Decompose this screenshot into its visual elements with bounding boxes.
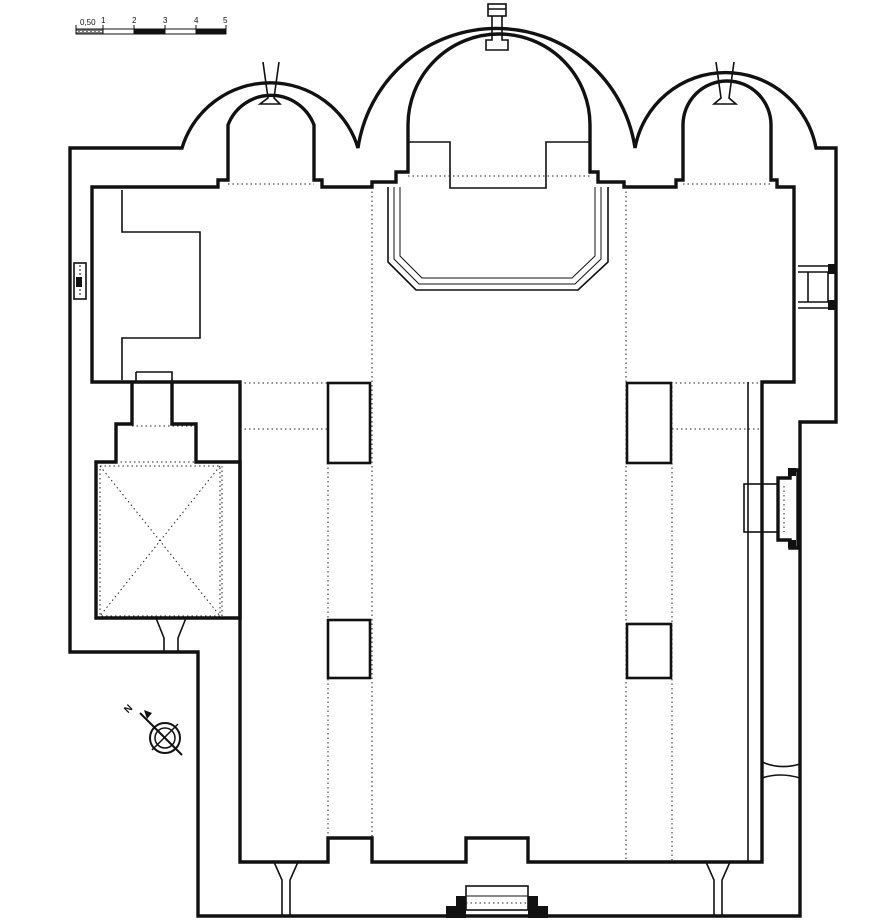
left-chapel xyxy=(73,190,201,380)
north-arrow-icon: N xyxy=(122,703,183,756)
scale-label-5: 5 xyxy=(223,16,228,25)
scale-label-050: 0,50 xyxy=(80,18,96,27)
outer-walls xyxy=(68,26,838,918)
scale-label-3: 3 xyxy=(163,16,168,25)
apse-windows xyxy=(257,3,739,105)
pier-left-2 xyxy=(326,618,372,680)
tower-block xyxy=(94,371,242,652)
sanctuary xyxy=(228,141,771,291)
pier-right-2 xyxy=(625,622,673,680)
scale-label-2: 2 xyxy=(132,16,137,25)
nave-piers xyxy=(326,381,673,680)
right-wall-features xyxy=(743,264,836,779)
pier-left-1 xyxy=(326,381,372,465)
north-label: N xyxy=(122,703,135,716)
bottom-wall-features xyxy=(273,861,731,918)
nave-grid xyxy=(240,187,762,862)
scale-label-4: 4 xyxy=(194,16,199,25)
pier-right-1 xyxy=(625,381,673,465)
scale-bar: 0,50 1 2 3 4 5 xyxy=(75,16,228,35)
scale-label-1: 1 xyxy=(101,16,106,25)
